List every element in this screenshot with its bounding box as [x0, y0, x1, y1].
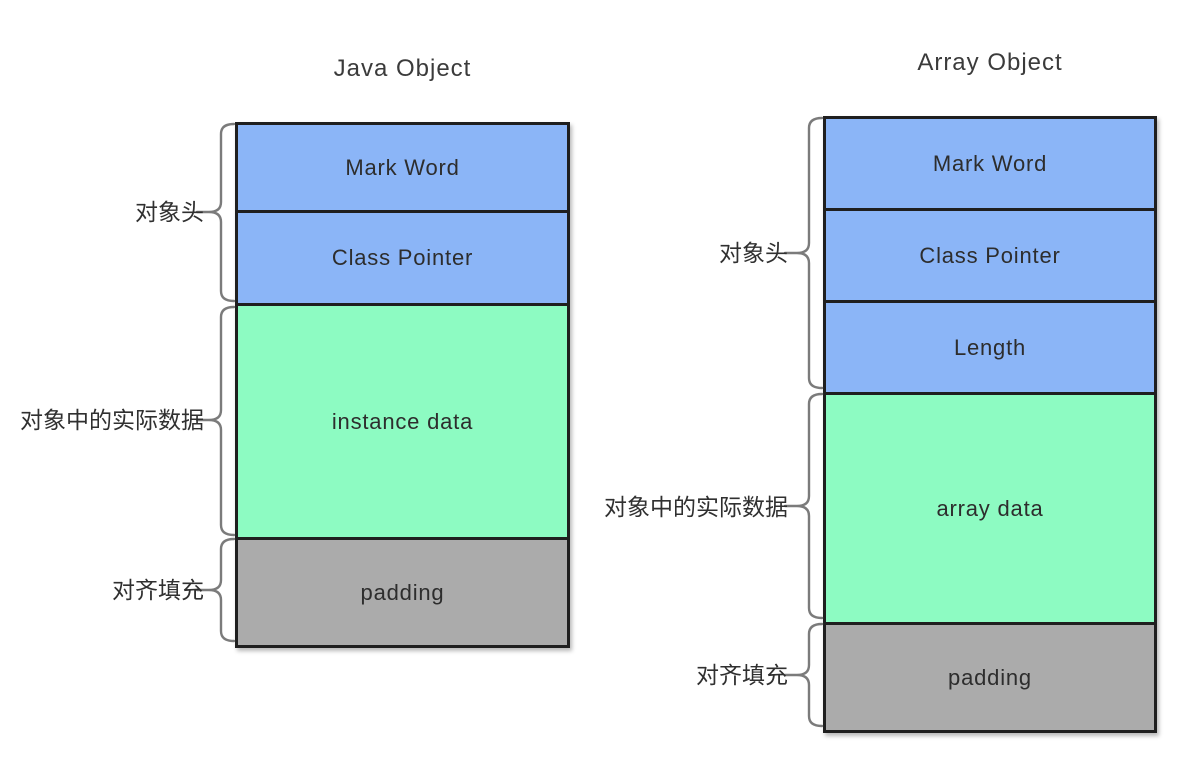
array-block-class-pointer: Class Pointer: [823, 208, 1157, 303]
java-padding-group-label: 对齐填充: [112, 577, 204, 603]
java-instance-data-group-label: 对象中的实际数据: [20, 407, 204, 433]
java-block-instance-data-label: instance data: [331, 408, 474, 434]
array-object-stack: Mark Word Class Pointer Length array dat…: [823, 116, 1157, 733]
array-block-mark-word-label: Mark Word: [932, 150, 1048, 176]
java-object-title: Java Object: [333, 55, 472, 82]
java-block-class-pointer: Class Pointer: [235, 210, 570, 306]
array-block-padding: padding: [823, 622, 1157, 733]
array-block-length-label: Length: [953, 334, 1027, 360]
array-block-array-data-label: array data: [936, 495, 1044, 521]
array-block-array-data: array data: [823, 392, 1157, 625]
array-block-length: Length: [823, 300, 1157, 395]
java-block-mark-word: Mark Word: [235, 122, 570, 213]
java-block-padding-label: padding: [360, 579, 445, 605]
array-padding-group-label: 对齐填充: [696, 662, 788, 688]
array-padding-brace: [783, 622, 824, 728]
java-block-mark-word-label: Mark Word: [345, 154, 460, 180]
array-data-brace: [783, 392, 824, 620]
array-data-group-label: 对象中的实际数据: [604, 494, 788, 520]
java-block-instance-data: instance data: [235, 303, 570, 540]
array-object-title: Array Object: [917, 49, 1063, 76]
java-object-stack: Mark Word Class Pointer instance data pa…: [235, 122, 570, 648]
array-block-padding-label: padding: [948, 664, 1032, 690]
java-block-class-pointer-label: Class Pointer: [331, 245, 474, 270]
array-block-mark-word: Mark Word: [823, 116, 1157, 211]
array-block-class-pointer-label: Class Pointer: [919, 242, 1061, 268]
java-block-padding: padding: [235, 537, 570, 648]
array-object-header-group-label: 对象头: [719, 240, 788, 266]
array-object-header-brace: [783, 116, 824, 390]
java-object-header-group-label: 对象头: [135, 199, 204, 225]
